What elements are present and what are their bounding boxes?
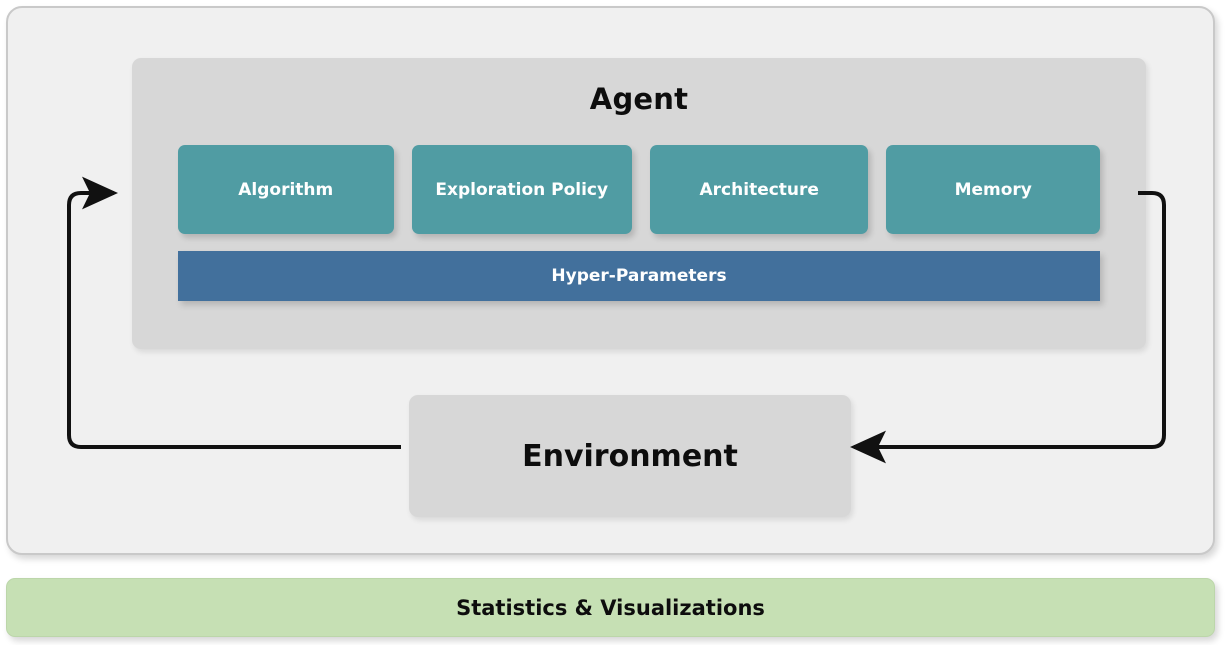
framework-panel: Agent Algorithm Exploration Policy Archi… — [6, 6, 1215, 555]
component-card-algorithm[interactable]: Algorithm — [178, 145, 394, 234]
agent-title: Agent — [589, 82, 689, 116]
component-card-memory[interactable]: Memory — [886, 145, 1100, 234]
agent-components-row: Algorithm Exploration Policy Architectur… — [178, 145, 1100, 234]
component-card-exploration-policy[interactable]: Exploration Policy — [411, 145, 632, 234]
hyper-parameters-bar[interactable]: Hyper-Parameters — [178, 251, 1100, 301]
statistics-visualizations-label: Statistics & Visualizations — [456, 595, 765, 620]
environment-container[interactable]: Environment — [409, 395, 851, 517]
component-card-architecture[interactable]: Architecture — [649, 145, 869, 234]
statistics-visualizations-bar[interactable]: Statistics & Visualizations — [6, 578, 1215, 637]
environment-title: Environment — [522, 438, 738, 474]
